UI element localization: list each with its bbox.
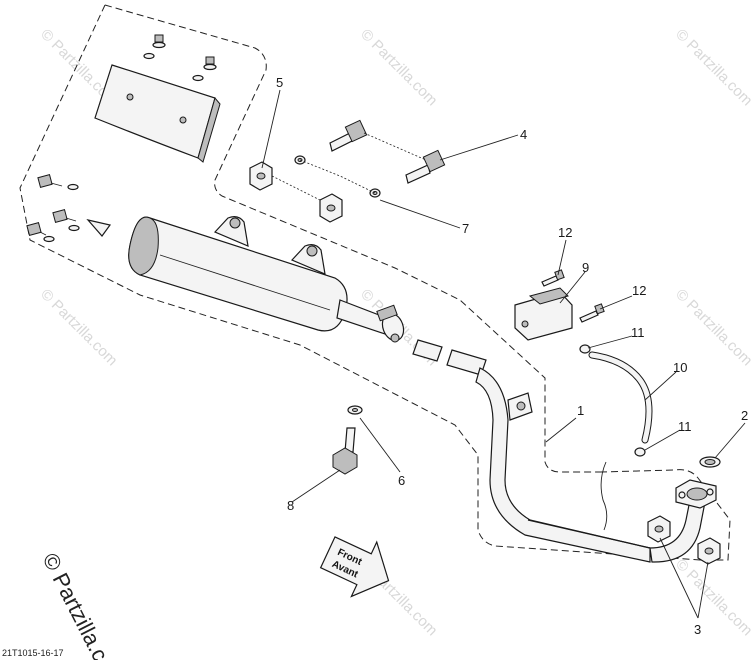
- callout-12-lower: 12: [632, 283, 646, 298]
- callout-1: 1: [577, 403, 584, 418]
- pipe-sleeves: [412, 339, 487, 376]
- heat-shield: [94, 34, 221, 163]
- callout-labels: 1 2 3 4 5 6 7 8 9 10 11 11 12 12: [276, 75, 748, 637]
- valve-bolt: [541, 269, 565, 287]
- vent-hose: [588, 351, 653, 444]
- muffler: [128, 216, 405, 343]
- callout-7: 7: [462, 221, 469, 236]
- header-pipe-body: [475, 367, 651, 563]
- mount-nut: [249, 161, 273, 191]
- shield-washer: [192, 74, 204, 82]
- shield-screw: [152, 34, 166, 49]
- exhaust-gasket: [699, 456, 721, 468]
- muffler-assembly-outline: [104, 4, 600, 473]
- callout-3: 3: [694, 622, 701, 637]
- callout-9: 9: [582, 260, 589, 275]
- hose-clamp: [634, 447, 646, 457]
- hose-clamp: [579, 344, 591, 354]
- assembly-outlines: [19, 4, 731, 561]
- callout-4: 4: [520, 127, 527, 142]
- watermark-text: © Partzilla.com: [672, 26, 753, 109]
- callout-12-upper: 12: [558, 225, 572, 240]
- mount-washer: [369, 188, 381, 198]
- pipe-assembly-outline: [599, 469, 731, 561]
- shield-washer: [143, 52, 155, 60]
- callout-11-upper: 11: [631, 325, 645, 340]
- callout-5: 5: [276, 75, 283, 90]
- pipe-flange: [675, 479, 717, 509]
- watermark-text: © Partzilla.com: [672, 286, 753, 369]
- front-direction-arrow: Front Avant: [319, 536, 390, 598]
- pipe-clamp: [376, 304, 405, 343]
- watermark-text: © Partzilla.com: [672, 556, 753, 639]
- valve-module: [514, 287, 573, 341]
- callout-8: 8: [287, 498, 294, 513]
- diagram-code: 21T1015-16-17: [2, 648, 64, 658]
- callout-11-lower: 11: [678, 419, 692, 434]
- mount-bolt: [405, 149, 446, 184]
- flange-nut: [647, 515, 671, 543]
- watermark-text: © Partzilla.com: [357, 26, 440, 109]
- flange-nut: [697, 537, 721, 565]
- pipe-sleeve: [412, 339, 443, 362]
- callout-leaders: [261, 89, 746, 619]
- header-pipe: [475, 367, 717, 563]
- mount-nut: [319, 193, 343, 223]
- valve-bolt: [579, 303, 605, 323]
- mount-bolt: [329, 119, 368, 152]
- lower-washer: [347, 405, 363, 415]
- callout-10: 10: [673, 360, 687, 375]
- callout-2: 2: [741, 408, 748, 423]
- callout-6: 6: [398, 473, 405, 488]
- left-bolts: [26, 174, 112, 243]
- corner-watermark: © Partzilla.com: [38, 549, 128, 660]
- muffler-assembly-outline-left: [19, 4, 701, 561]
- shield-screw: [203, 56, 217, 71]
- watermark-text: © Partzilla.com: [37, 286, 120, 369]
- lower-bolt: [332, 427, 358, 475]
